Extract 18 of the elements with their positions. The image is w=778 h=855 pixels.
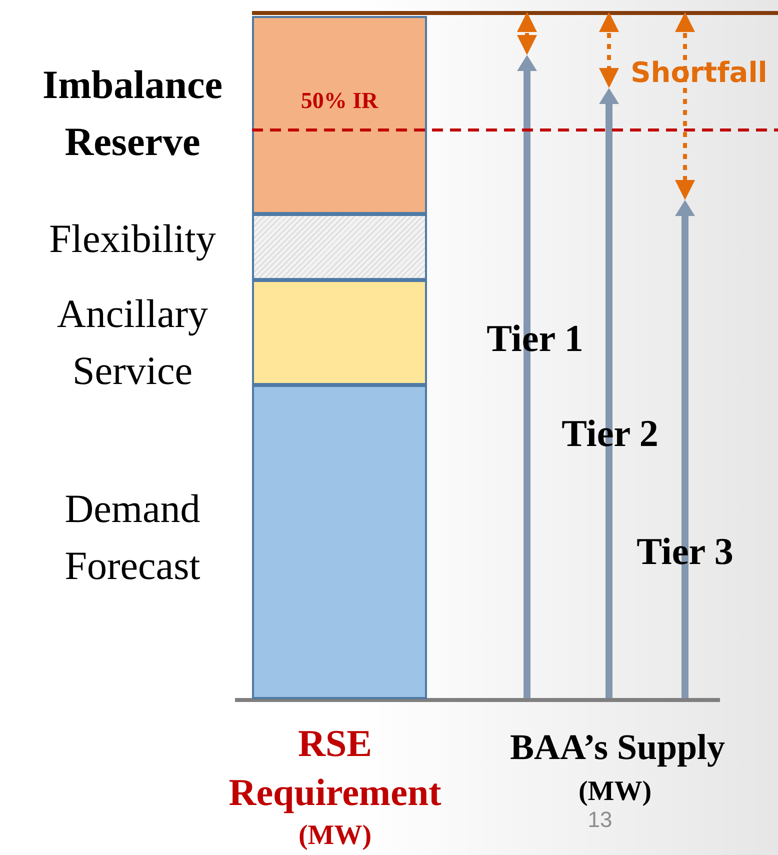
unit-label: (MW) [577,775,653,809]
axis-label: BAA’s Supply [508,726,726,769]
stacked-bar-segment [252,214,427,280]
page-number: 13 [586,806,614,834]
stacked-bar-segment [252,385,427,699]
component-label: Imbalance Reserve [42,61,224,166]
component-label: Ancillary Service [56,290,210,395]
unit-label: (MW) [297,819,373,853]
tier-label: Tier 1 [486,317,584,362]
stacked-bar-segment [252,280,427,385]
tier-label: Tier 2 [560,412,660,457]
axis-label: RSE Requirement [228,722,442,816]
segment-label: 50% IR [300,88,378,114]
tier-label: Tier 3 [636,530,734,575]
stacked-bar-segment [252,16,427,214]
component-label: Demand Forecast [64,485,202,590]
component-label: Flexibility [48,215,217,263]
shortfall-label: Shortfall [630,55,768,91]
